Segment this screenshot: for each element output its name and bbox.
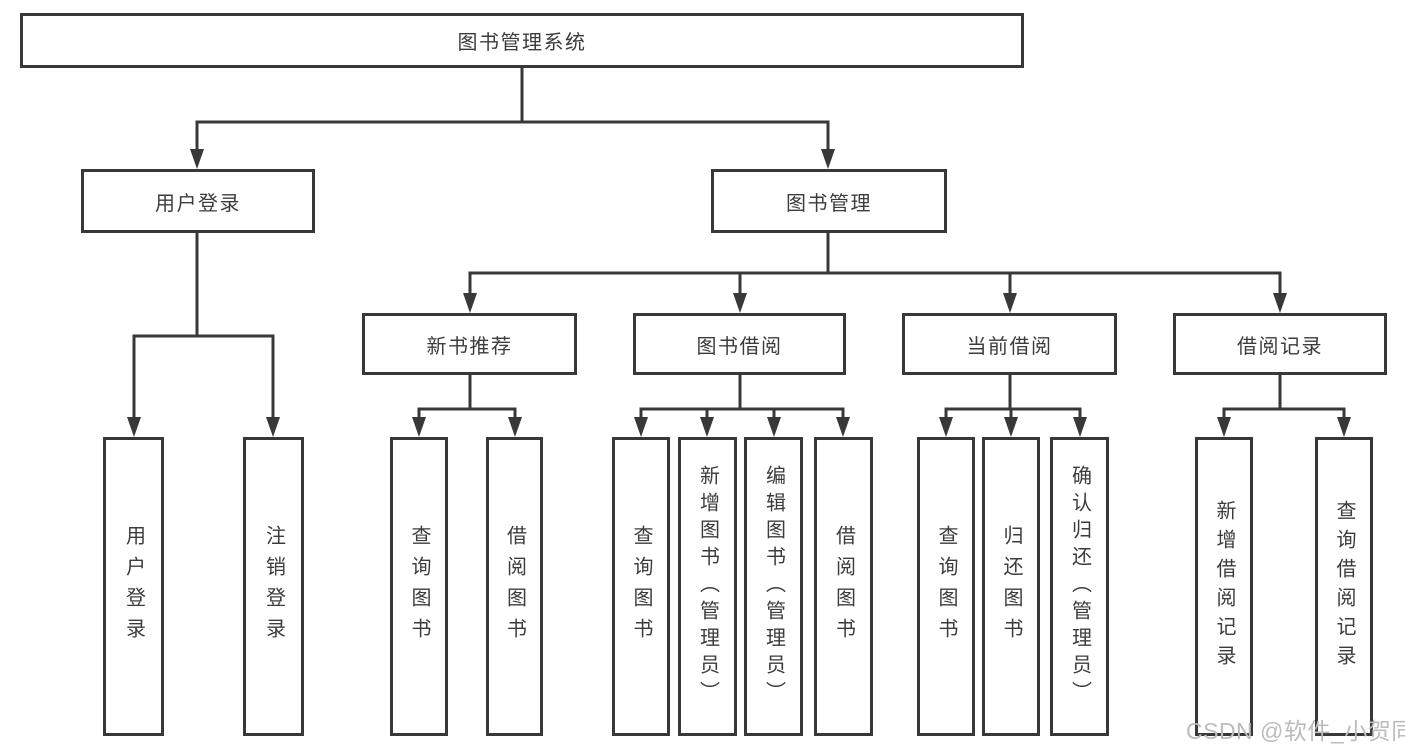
arrow-down-icon xyxy=(1273,293,1287,313)
node-label: 新书推荐 xyxy=(426,335,513,358)
node-label: 编辑图书（管理员） xyxy=(762,465,785,708)
arrow-down-icon xyxy=(266,417,280,437)
node-label: 当前借阅 xyxy=(966,335,1053,358)
connector-borrow-records-fan xyxy=(1222,375,1346,421)
arrow-down-icon xyxy=(733,293,747,313)
leaf-user-login: 用户登录 xyxy=(103,437,164,736)
node-label: 图书管理 xyxy=(786,192,872,215)
leaf-query-books-current: 查询图书 xyxy=(917,437,975,736)
csdn-watermark: CSDN @软件_小贺同学 xyxy=(1186,718,1405,744)
leaf-edit-book-admin: 编辑图书（管理员） xyxy=(744,437,803,736)
node-current-borrowing: 当前借阅 xyxy=(902,313,1117,375)
node-label: 用户登录 xyxy=(155,192,241,215)
node-library-management-system: 图书管理系统 xyxy=(20,13,1024,68)
arrow-down-icon xyxy=(634,417,648,437)
node-user-login: 用户登录 xyxy=(81,169,315,233)
node-label: 查询图书 xyxy=(935,524,957,649)
arrow-down-icon xyxy=(463,293,477,313)
arrow-down-icon xyxy=(939,417,953,437)
arrow-down-icon xyxy=(821,149,835,169)
leaf-add-borrow-record: 新增借阅记录 xyxy=(1195,437,1253,736)
node-book-management: 图书管理 xyxy=(711,169,947,233)
node-label: 新增借阅记录 xyxy=(1213,499,1235,674)
connector-new-book-fan xyxy=(417,375,517,421)
node-label: 查询图书 xyxy=(408,524,430,649)
arrow-down-icon xyxy=(1004,417,1018,437)
node-label: 查询图书 xyxy=(630,524,652,649)
node-label: 确认归还（管理员） xyxy=(1068,465,1091,708)
node-label: 注销登录 xyxy=(262,524,285,649)
node-label: 查询借阅记录 xyxy=(1333,499,1355,674)
node-label: 归还图书 xyxy=(1000,524,1022,649)
node-label: 借阅图书 xyxy=(503,524,526,649)
arrow-down-icon xyxy=(700,417,714,437)
node-label: 借阅图书 xyxy=(832,524,855,649)
node-label: 图书管理系统 xyxy=(457,32,587,54)
arrow-down-icon xyxy=(1003,293,1017,313)
node-book-borrowing: 图书借阅 xyxy=(633,313,846,375)
node-borrowing-records: 借阅记录 xyxy=(1173,313,1387,375)
arrow-down-icon xyxy=(190,149,204,169)
arrow-down-icon xyxy=(836,417,850,437)
connector-current-borrow-fan xyxy=(944,375,1082,421)
leaf-borrow-books-recommend: 借阅图书 xyxy=(486,437,543,736)
leaf-logout: 注销登录 xyxy=(243,437,304,736)
node-new-book-recommend: 新书推荐 xyxy=(362,313,577,375)
arrow-down-icon xyxy=(1337,417,1351,437)
arrow-down-icon xyxy=(508,417,522,437)
node-label: 新增图书（管理员） xyxy=(696,465,719,708)
leaf-query-books-recommend: 查询图书 xyxy=(390,437,448,736)
leaf-query-books-borrowing: 查询图书 xyxy=(612,437,670,736)
leaf-return-books: 归还图书 xyxy=(982,437,1040,736)
arrow-down-icon xyxy=(127,417,141,437)
leaf-add-book-admin: 新增图书（管理员） xyxy=(678,437,737,736)
node-label: 用户登录 xyxy=(122,524,145,649)
leaf-query-borrow-record: 查询借阅记录 xyxy=(1315,437,1373,736)
node-label: 借阅记录 xyxy=(1237,335,1323,358)
arrow-down-icon xyxy=(767,417,781,437)
node-label: 图书借阅 xyxy=(696,335,783,358)
arrow-down-icon xyxy=(412,417,426,437)
arrow-down-icon xyxy=(1073,417,1087,437)
arrow-down-icon xyxy=(1217,417,1231,437)
connector-book-borrow-fan xyxy=(639,375,845,421)
leaf-borrow-books: 借阅图书 xyxy=(814,437,873,736)
leaf-confirm-return-admin: 确认归还（管理员） xyxy=(1050,437,1109,736)
